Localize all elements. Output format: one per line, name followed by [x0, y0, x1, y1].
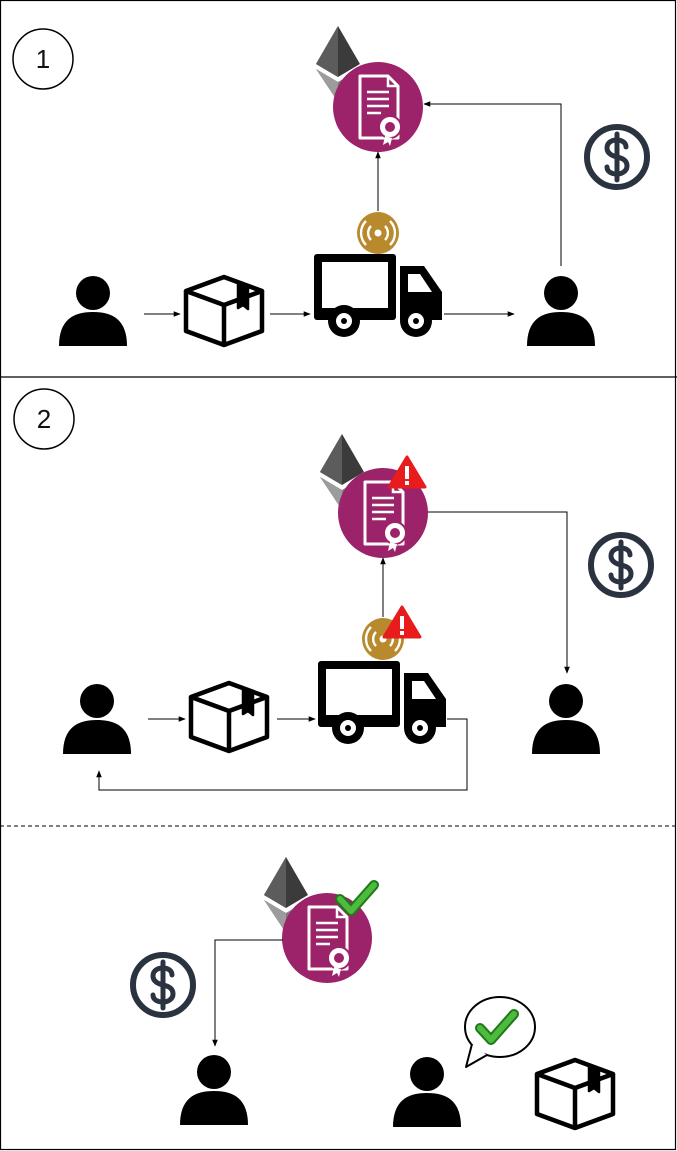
receiver-person-icon — [393, 1057, 461, 1127]
dollar-icon — [591, 535, 651, 595]
arrow-contract-payment-sender — [212, 939, 283, 1047]
arrow-truck-return-sender — [96, 718, 468, 791]
step-1-label: 1 — [36, 44, 50, 74]
dollar-icon — [133, 955, 193, 1015]
arrow-receiver-payment — [423, 101, 562, 266]
dollar-icon — [587, 127, 647, 187]
checkmark-icon — [340, 885, 374, 911]
sender-person-icon — [180, 1055, 248, 1125]
arrow-contract-refund — [428, 511, 570, 674]
step-1-badge: 1 — [12, 28, 74, 90]
sender-person-icon — [63, 684, 131, 754]
truck-icon — [314, 254, 442, 337]
receiver-person-icon — [532, 684, 600, 754]
smart-contract-icon — [331, 60, 425, 154]
package-icon — [186, 277, 262, 345]
iot-sensor-icon — [355, 210, 401, 256]
package-icon — [191, 683, 267, 751]
sender-person-icon — [59, 276, 127, 346]
truck-icon — [318, 661, 446, 744]
package-icon — [537, 1060, 613, 1128]
step-2-label: 2 — [37, 404, 51, 434]
receiver-person-icon — [527, 276, 595, 346]
step-2-badge: 2 — [13, 388, 75, 450]
